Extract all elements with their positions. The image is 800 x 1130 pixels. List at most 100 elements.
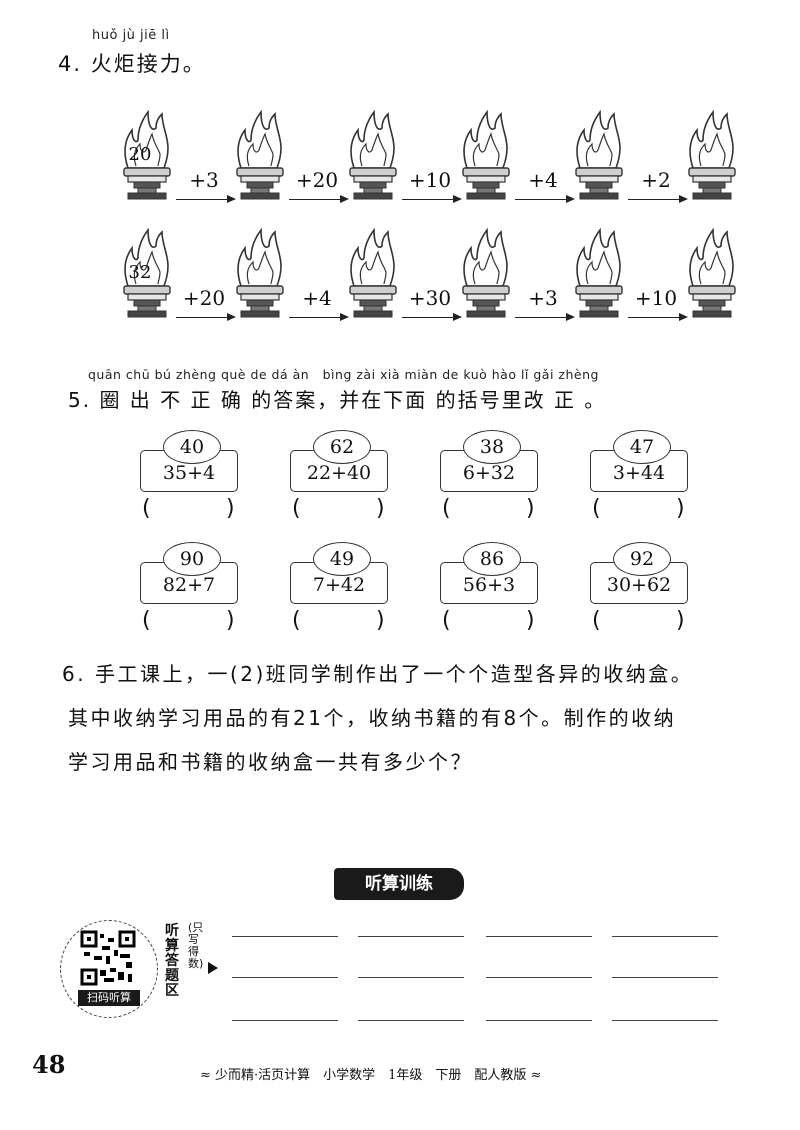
footer-text: ≈ 少而精·活页计算 小学数学 1年级 下册 配人教版 ≈ xyxy=(200,1068,542,1083)
relay-operation: +3 xyxy=(528,286,558,310)
qr-frame xyxy=(60,920,158,1018)
answer-line[interactable] xyxy=(358,977,464,978)
relay-arrow: +2 xyxy=(624,168,688,208)
torch-icon xyxy=(344,227,404,328)
answer-line[interactable] xyxy=(486,977,592,978)
arrow-head-icon xyxy=(340,313,349,321)
relay-operation: +30 xyxy=(408,286,452,310)
arrow-head-icon xyxy=(453,313,462,321)
arrow-head-icon xyxy=(566,313,575,321)
relay-arrow: +10 xyxy=(624,286,688,326)
correction-blank[interactable] xyxy=(304,498,374,524)
arrow-line xyxy=(628,317,680,318)
paren-open: ( xyxy=(142,608,151,633)
arrow-line xyxy=(515,317,567,318)
paren-close: ) xyxy=(526,608,535,633)
arrow-head-icon xyxy=(679,195,688,203)
answer-line[interactable] xyxy=(358,1020,464,1021)
arrow-head-icon xyxy=(227,195,236,203)
torch-icon xyxy=(683,227,743,328)
relay-operation: +4 xyxy=(302,286,332,310)
answer-oval[interactable]: 92 xyxy=(613,542,671,576)
correction-blank[interactable] xyxy=(304,610,374,636)
q5-title: 5. 圈 出 不 正 确 的答案，并在下面 的括号里改 正 。 xyxy=(68,388,607,412)
relay-operation: +3 xyxy=(189,168,219,192)
relay-operation: +20 xyxy=(182,286,226,310)
arrow-head-icon xyxy=(566,195,575,203)
paren-close: ) xyxy=(226,496,235,521)
answer-area-label: 听算答题区 xyxy=(165,923,179,999)
answer-oval[interactable]: 40 xyxy=(163,430,221,464)
torch-icon xyxy=(344,109,404,210)
answer-line[interactable] xyxy=(612,936,718,937)
arrow-line xyxy=(176,199,228,200)
answer-line[interactable] xyxy=(358,936,464,937)
relay-arrow: +3 xyxy=(511,286,575,326)
arrow-line xyxy=(402,317,454,318)
paren-open: ( xyxy=(292,496,301,521)
paren-open: ( xyxy=(442,496,451,521)
answer-card: 47 3+44 ( ) xyxy=(588,430,693,530)
answer-oval[interactable]: 38 xyxy=(463,430,521,464)
page-number: 48 xyxy=(32,1050,66,1079)
answer-line[interactable] xyxy=(232,1020,338,1021)
answer-card: 92 30+62 ( ) xyxy=(588,542,693,642)
torch-start-number: 32 xyxy=(128,262,152,283)
paren-open: ( xyxy=(292,608,301,633)
correction-blank[interactable] xyxy=(454,610,524,636)
arrow-head-icon xyxy=(227,313,236,321)
paren-close: ) xyxy=(376,608,385,633)
arrow-line xyxy=(289,199,341,200)
correction-blank[interactable] xyxy=(604,610,674,636)
relay-operation: +20 xyxy=(295,168,339,192)
listening-banner: 听算训练 xyxy=(334,868,464,900)
paren-close: ) xyxy=(526,496,535,521)
relay-operation: +4 xyxy=(528,168,558,192)
correction-blank[interactable] xyxy=(154,498,224,524)
answer-oval[interactable]: 90 xyxy=(163,542,221,576)
answer-line[interactable] xyxy=(232,977,338,978)
answer-line[interactable] xyxy=(612,977,718,978)
arrow-line xyxy=(628,199,680,200)
arrow-line xyxy=(289,317,341,318)
correction-blank[interactable] xyxy=(154,610,224,636)
q4-title: 4. 火炬接力。 xyxy=(58,52,206,76)
answer-card: 40 35+4 ( ) xyxy=(138,430,243,530)
torch-start-number: 20 xyxy=(128,144,152,165)
answer-line[interactable] xyxy=(612,1020,718,1021)
torch-icon xyxy=(231,109,291,210)
answer-line[interactable] xyxy=(486,1020,592,1021)
answer-oval[interactable]: 49 xyxy=(313,542,371,576)
torch-icon xyxy=(570,227,630,328)
paren-open: ( xyxy=(142,496,151,521)
relay-arrow: +4 xyxy=(511,168,575,208)
answer-oval[interactable]: 86 xyxy=(463,542,521,576)
answer-line[interactable] xyxy=(232,936,338,937)
arrow-head-icon xyxy=(340,195,349,203)
answer-card: 62 22+40 ( ) xyxy=(288,430,393,530)
qr-caption: 扫码听算 xyxy=(78,990,140,1006)
torch-icon xyxy=(570,109,630,210)
relay-arrow: +4 xyxy=(285,286,349,326)
listening-banner-text: 听算训练 xyxy=(365,874,433,894)
answer-line[interactable] xyxy=(486,936,592,937)
correction-blank[interactable] xyxy=(604,498,674,524)
relay-arrow: +20 xyxy=(285,168,349,208)
answer-card: 38 6+32 ( ) xyxy=(438,430,543,530)
arrow-head-icon xyxy=(453,195,462,203)
answer-oval[interactable]: 47 xyxy=(613,430,671,464)
triangle-pointer-icon xyxy=(208,962,218,974)
q6-line2: 其中收纳学习用品的有21个，收纳书籍的有8个。制作的收纳 xyxy=(68,706,677,730)
qr-code-icon[interactable] xyxy=(80,930,136,986)
torch-icon: 20 xyxy=(118,109,178,210)
torch-icon xyxy=(231,227,291,328)
answer-card: 49 7+42 ( ) xyxy=(288,542,393,642)
q6-line1: 6. 手工课上，一(2)班同学制作出了一个个造型各异的收纳盒。 xyxy=(62,662,694,686)
correction-blank[interactable] xyxy=(454,498,524,524)
torch-icon xyxy=(457,109,517,210)
answer-oval[interactable]: 62 xyxy=(313,430,371,464)
paren-close: ) xyxy=(376,496,385,521)
answer-area-note: (只写得数) xyxy=(188,921,204,970)
answer-card: 90 82+7 ( ) xyxy=(138,542,243,642)
arrow-line xyxy=(402,199,454,200)
